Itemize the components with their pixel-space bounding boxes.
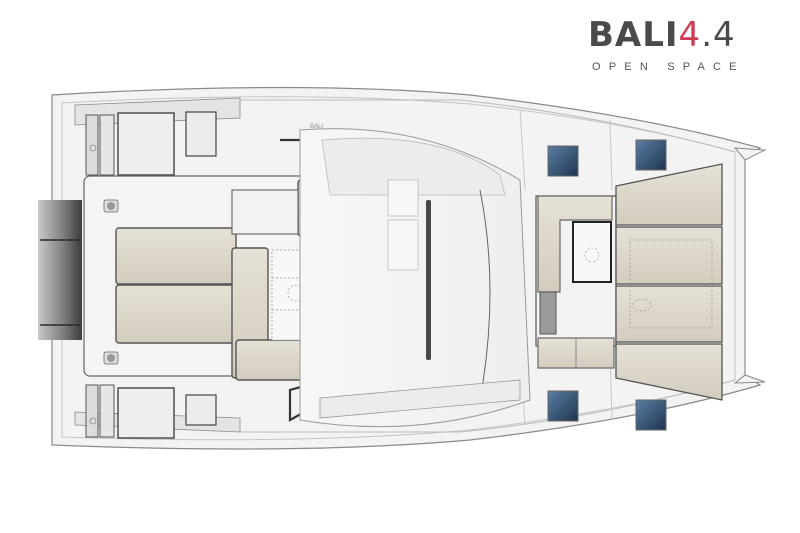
locker-hatch-starboard[interactable]	[117, 387, 175, 439]
forward-table	[572, 221, 612, 283]
logo-model-minor: 4	[713, 15, 736, 55]
logo-brand: BALI	[588, 15, 679, 55]
forward-sunbed	[615, 163, 723, 401]
coachroof: BALI	[299, 124, 531, 428]
cockpit-label: BALI	[310, 124, 323, 130]
logo-model-sep: .	[701, 15, 713, 55]
brand-logo: BALI4.4 OPEN SPACE	[588, 18, 788, 78]
hatch-port-aft[interactable]	[547, 145, 579, 177]
hatch-starboard-aft[interactable]	[547, 390, 579, 422]
bow-starboard	[733, 374, 766, 384]
windlass-icon	[632, 298, 652, 312]
hatch-starboard-fwd[interactable]	[635, 399, 667, 431]
aft-starboard-lockers	[74, 384, 241, 439]
deck-hatches	[547, 139, 667, 431]
grate	[539, 291, 557, 335]
forward-cockpit	[535, 195, 617, 369]
bow-port	[733, 147, 767, 161]
aft-sunbed	[115, 227, 237, 344]
logo-title: BALI4.4	[588, 18, 736, 52]
locker-hatch-port[interactable]	[117, 112, 175, 176]
mast-track	[426, 200, 431, 360]
logo-tagline: OPEN SPACE	[592, 61, 745, 73]
logo-model-major: 4	[678, 15, 702, 55]
stern-step	[38, 200, 82, 340]
hatch-port-fwd[interactable]	[635, 139, 667, 171]
aft-port-lockers	[74, 97, 241, 176]
